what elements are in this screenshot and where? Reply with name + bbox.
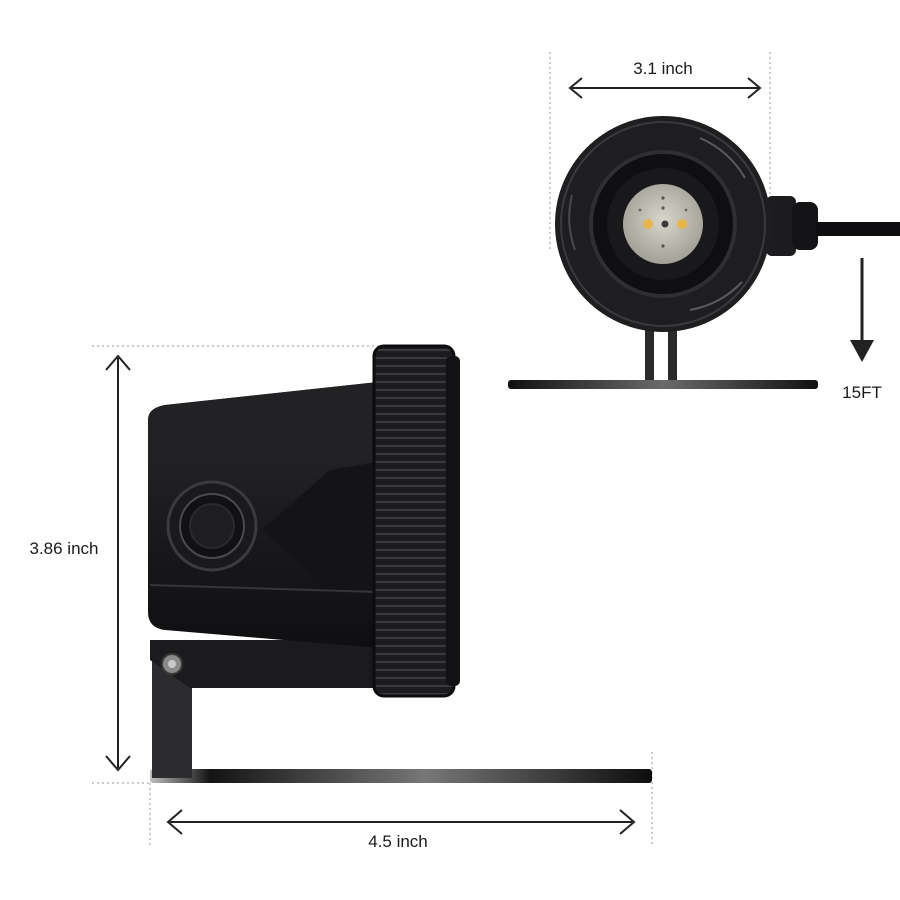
side-ribbed-ring xyxy=(374,346,454,696)
lens-dot-4 xyxy=(684,208,688,212)
front-inner-ring-border xyxy=(589,150,737,298)
led-left xyxy=(643,219,653,229)
led-right xyxy=(677,219,687,229)
front-stake-post-right xyxy=(668,330,677,382)
front-housing-edge xyxy=(560,121,766,327)
front-width-arrow xyxy=(568,77,762,99)
side-length-label: 4.5 inch xyxy=(368,832,428,851)
side-housing-seam xyxy=(149,584,379,593)
side-housing-bevel xyxy=(262,462,378,600)
front-width-label: 3.1 inch xyxy=(633,59,693,78)
side-housing-top-band xyxy=(148,382,378,464)
cable-gland-nut xyxy=(792,202,818,250)
side-height-arrow xyxy=(105,354,131,772)
power-cable xyxy=(816,222,900,236)
lens-dot-3 xyxy=(638,208,642,212)
side-height-label: 3.86 inch xyxy=(30,539,99,558)
lens-dot-1 xyxy=(661,196,665,200)
side-bracket-screw-center xyxy=(168,660,176,668)
cable-length-arrow xyxy=(850,258,874,362)
side-front-cap xyxy=(446,356,460,686)
led-center xyxy=(661,220,669,228)
lens-dot-2 xyxy=(661,206,665,210)
front-view: 3.1 inch 15FT xyxy=(508,52,900,402)
cable-length-label: 15FT xyxy=(842,383,882,402)
side-length-arrow xyxy=(166,809,636,835)
housing-highlight-left xyxy=(568,194,576,251)
housing-highlight-bottom xyxy=(689,281,743,311)
lens-dot-5 xyxy=(661,244,665,248)
cable-gland xyxy=(766,196,796,256)
side-stake-base xyxy=(150,769,652,783)
housing-highlight-top xyxy=(699,137,746,179)
side-gland-inner xyxy=(189,503,235,549)
front-stake-base xyxy=(508,380,818,389)
side-stake-bracket-arm xyxy=(150,640,380,688)
side-view: 3.86 inch 4.5 inch xyxy=(30,344,653,851)
front-stake-post-left xyxy=(645,330,654,382)
